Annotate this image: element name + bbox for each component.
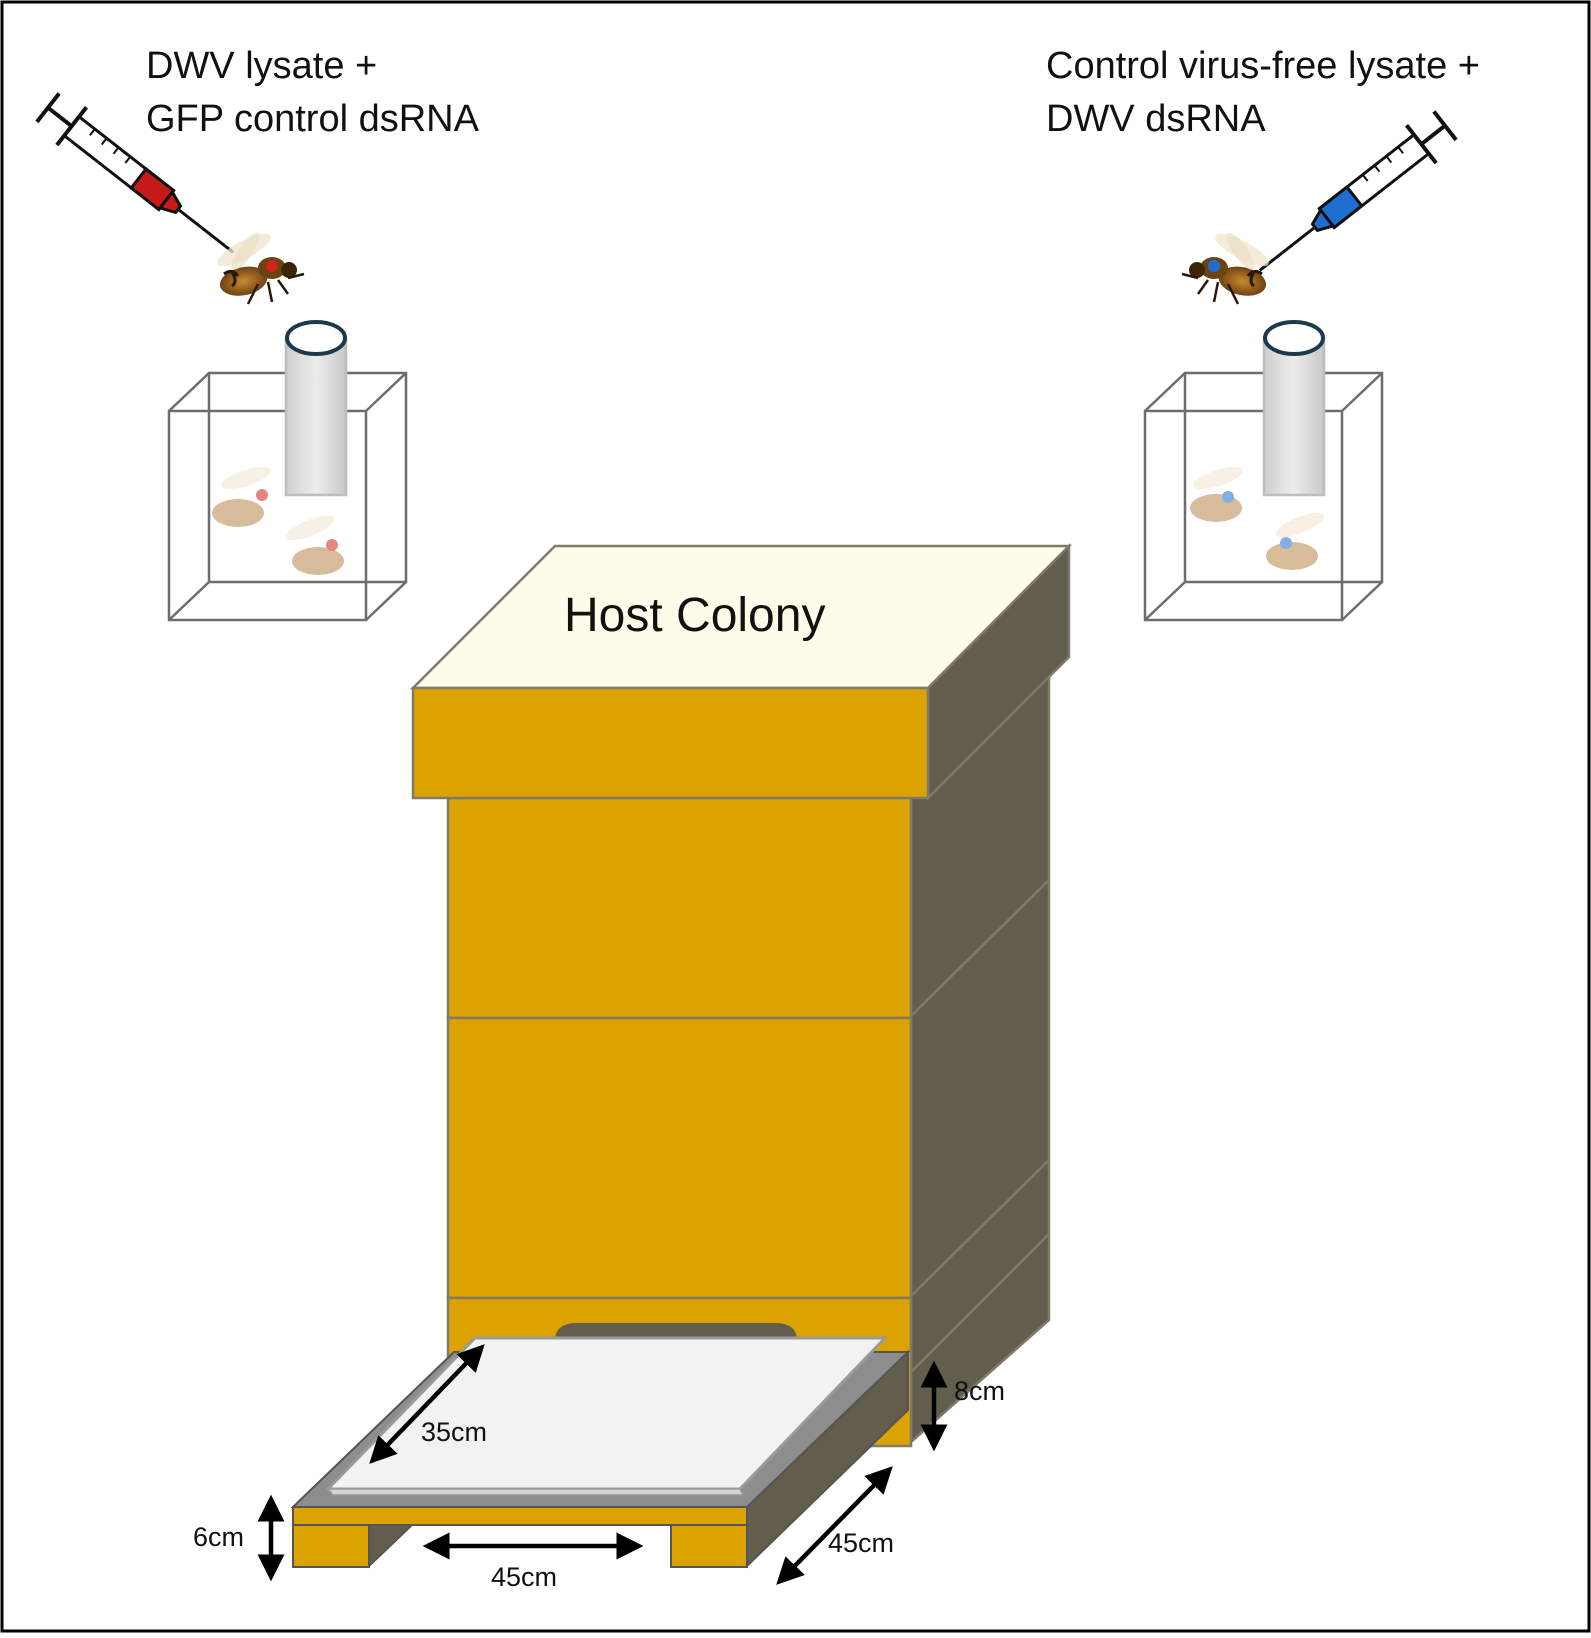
right-syringe-icon xyxy=(1258,110,1458,272)
left-syringe-icon xyxy=(35,92,235,254)
right-treatment-line1: Control virus-free lysate + xyxy=(1046,45,1480,87)
arrow-stand-depth xyxy=(776,1466,893,1585)
dimension-arrows xyxy=(257,1344,948,1585)
stand-height-label: 6cm xyxy=(193,1522,245,1552)
hive-icon xyxy=(409,542,1073,1448)
stand-depth-label: 45cm xyxy=(828,1528,895,1558)
hive-title: Host Colony xyxy=(564,589,826,642)
left-bee-icon xyxy=(217,232,305,305)
entrance-height-label: 8cm xyxy=(954,1376,1006,1406)
arrow-board-depth xyxy=(369,1344,485,1464)
board-depth-label: 35cm xyxy=(421,1417,488,1447)
right-treatment-line2: DWV dsRNA xyxy=(1046,98,1266,140)
stand-width-label: 45cm xyxy=(491,1562,558,1592)
right-bee-icon xyxy=(1181,232,1269,305)
left-treatment-line1: DWV lysate + xyxy=(146,45,378,87)
left-cage-icon xyxy=(167,320,408,622)
right-cage-icon xyxy=(1143,320,1384,622)
left-treatment-line2: GFP control dsRNA xyxy=(146,98,479,140)
